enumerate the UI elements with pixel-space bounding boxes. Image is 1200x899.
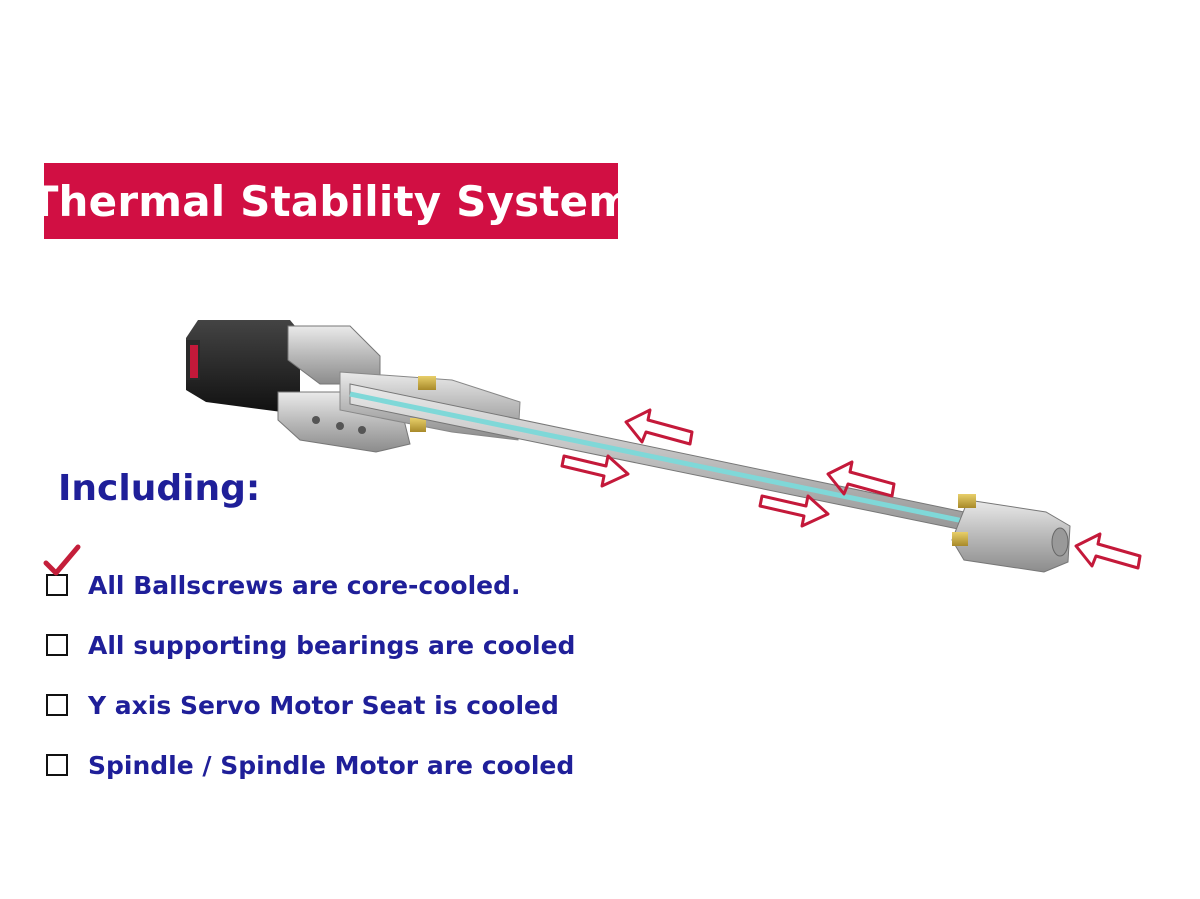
servo-motor xyxy=(186,320,300,412)
arrow-icon xyxy=(826,460,896,498)
item-label: All Ballscrews are core-cooled. xyxy=(88,570,521,600)
including-heading: Including: xyxy=(58,468,261,509)
list-item: Y axis Servo Motor Seat is cooled xyxy=(44,675,575,735)
ballscrew-shaft xyxy=(349,383,1061,551)
checkbox-icon xyxy=(46,754,68,776)
title-banner: Thermal Stability System xyxy=(30,163,632,239)
item-label: All supporting bearings are cooled xyxy=(88,630,576,660)
feature-checklist: All Ballscrews are core-cooled. All supp… xyxy=(43,544,575,795)
list-item: All Ballscrews are core-cooled. xyxy=(43,544,575,615)
checkmark-icon xyxy=(43,544,81,576)
checkbox-icon xyxy=(46,694,68,716)
checkbox-icon xyxy=(46,634,68,656)
arrow-icon xyxy=(560,408,1142,570)
page-title: Thermal Stability System xyxy=(29,176,633,226)
bearing-housing-right xyxy=(951,494,1071,573)
arrow-icon xyxy=(1074,532,1142,570)
list-item: Spindle / Spindle Motor are cooled xyxy=(44,735,575,795)
arrow-icon xyxy=(758,494,830,528)
list-item: All supporting bearings are cooled xyxy=(44,615,575,675)
arrow-icon xyxy=(560,454,630,488)
arrow-icon xyxy=(624,408,694,446)
item-label: Y axis Servo Motor Seat is cooled xyxy=(88,690,559,720)
item-label: Spindle / Spindle Motor are cooled xyxy=(88,750,575,780)
